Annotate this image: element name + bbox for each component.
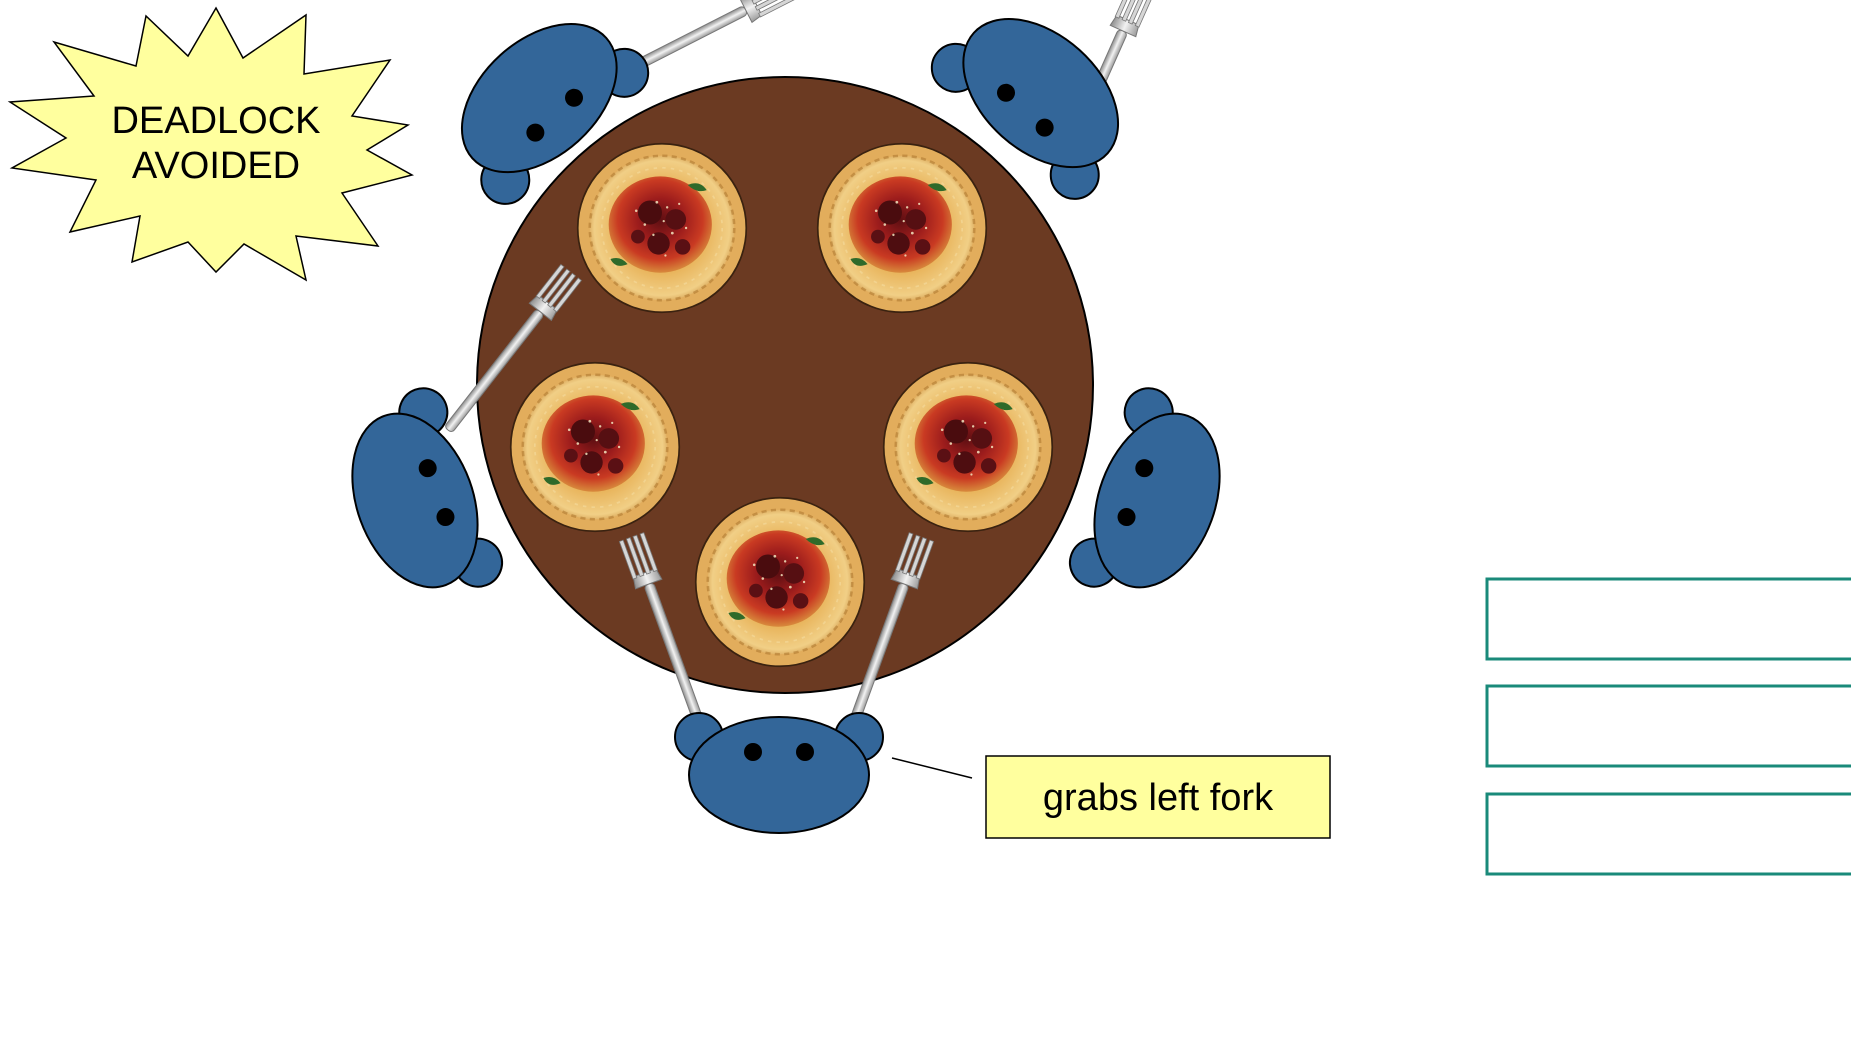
callout-text: grabs left fork xyxy=(1043,777,1274,819)
burst-line-2: AVOIDED xyxy=(132,145,300,187)
plate-right xyxy=(884,363,1053,532)
plate-bottom xyxy=(696,498,865,667)
side-box-3 xyxy=(1487,794,1851,874)
burst-line-1: DEADLOCK xyxy=(111,100,320,142)
plate-left xyxy=(511,363,680,532)
plate-top-left xyxy=(578,144,747,313)
side-box-2 xyxy=(1487,686,1851,766)
plate-top-right xyxy=(818,144,987,313)
side-box-1 xyxy=(1487,579,1851,659)
callout-pointer-line xyxy=(892,758,972,778)
deadlock-avoided-burst xyxy=(10,8,412,280)
philosopher-bottom xyxy=(675,713,883,833)
